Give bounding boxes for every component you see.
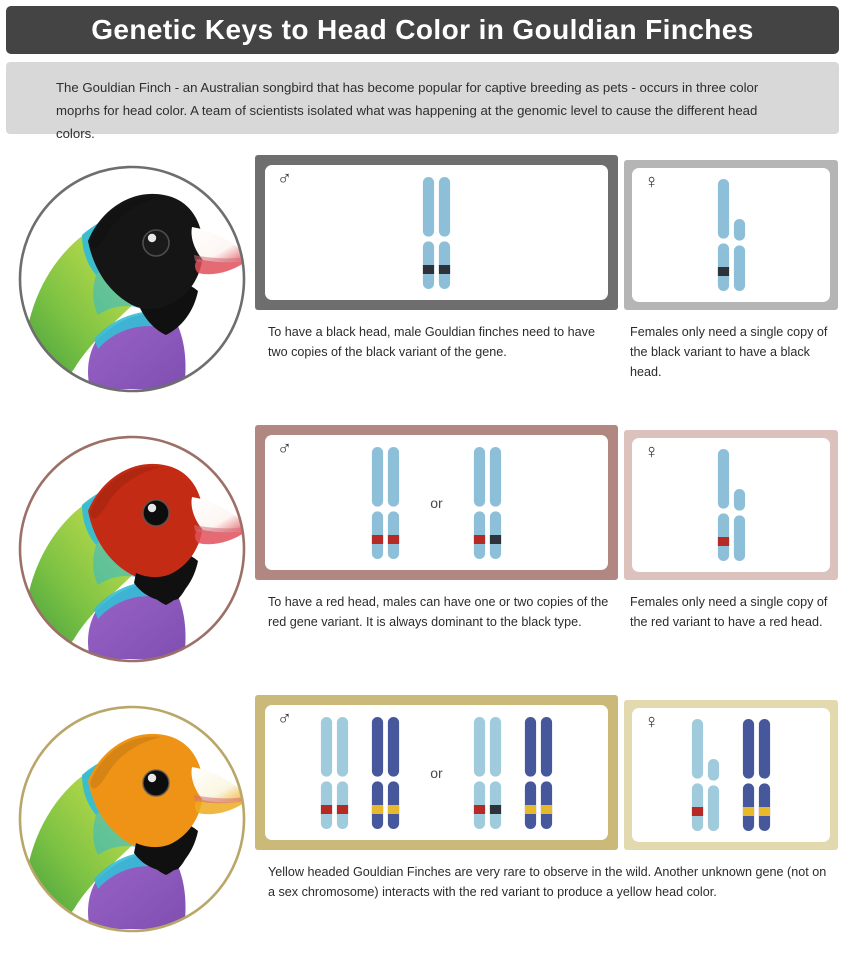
male-frame-red: ♂ or — [255, 425, 618, 580]
red-headed-gouldian-finch — [18, 435, 246, 663]
bird-portrait-yellow — [16, 703, 248, 935]
male-panel-yellow: ♂ — [265, 705, 608, 840]
male-symbol-icon: ♂ — [277, 708, 292, 730]
caption-yellow-wide: Yellow headed Gouldian Finches are very … — [268, 865, 827, 899]
caption-black-male: To have a black head, male Gouldian finc… — [268, 325, 595, 359]
bird-circle-ring — [18, 165, 246, 393]
chromosome-group — [717, 179, 746, 291]
z-chromosome — [717, 179, 729, 291]
bird-portrait-black — [16, 163, 248, 395]
chromosome-group — [473, 446, 502, 559]
chromosome-pair — [691, 719, 720, 831]
z-chromosome — [473, 716, 485, 829]
z-chromosome — [489, 446, 501, 559]
chromosome-stage — [265, 165, 608, 300]
chromosome-pair — [371, 446, 400, 559]
chromosome-pair — [524, 716, 553, 829]
bird-circle-yellow — [16, 703, 248, 935]
caption-red-male: To have a red head, males can have one o… — [268, 595, 609, 629]
z-chromosome — [438, 176, 451, 289]
chromosome-group — [371, 446, 400, 559]
bird-beak-upper — [191, 227, 245, 262]
chromosome-pair — [422, 176, 451, 289]
autosome — [540, 716, 552, 829]
chromosome-group — [422, 176, 451, 289]
z-chromosome — [321, 716, 333, 829]
morph-row-black: ♂ — [0, 155, 845, 420]
intro-bar: The Gouldian Finch - an Australian songb… — [6, 62, 839, 141]
bird-beak-lower — [195, 799, 245, 815]
female-symbol-icon: ♀ — [644, 441, 659, 463]
z-chromosome — [489, 716, 501, 829]
chromosome-group — [320, 716, 400, 829]
or-separator: or — [430, 764, 443, 781]
female-frame-yellow: ♀ — [624, 700, 838, 850]
intro-text: The Gouldian Finch - an Australian songb… — [56, 80, 759, 142]
black-headed-gouldian-finch — [18, 165, 246, 393]
morph-row-red: ♂ or — [0, 425, 845, 690]
male-symbol-icon: ♂ — [277, 168, 292, 190]
female-panel-yellow: ♀ — [632, 708, 830, 842]
morph-row-yellow: ♂ — [0, 695, 845, 957]
z-chromosome — [388, 446, 400, 559]
chromosome-pair — [371, 716, 400, 829]
chromosome-pair — [717, 179, 746, 291]
autosome — [524, 716, 536, 829]
chromosome-group — [691, 719, 771, 831]
male-panel-black: ♂ — [265, 165, 608, 300]
z-chromosome — [422, 176, 435, 289]
female-panel-red: ♀ — [632, 438, 830, 572]
male-frame-black: ♂ — [255, 155, 618, 310]
bird-beak-upper — [191, 497, 245, 532]
chromosome-stage — [632, 168, 830, 302]
autosome — [388, 716, 400, 829]
caption-black-female: Females only need a single copy of the b… — [630, 325, 828, 379]
bird-beak-upper — [191, 767, 245, 802]
chromosome-stage — [632, 708, 830, 842]
z-chromosome — [372, 446, 384, 559]
chromosome-pair — [320, 716, 349, 829]
w-chromosome — [707, 759, 720, 831]
w-chromosome — [733, 489, 745, 561]
z-chromosome — [473, 446, 485, 559]
chromosome-group — [717, 449, 746, 561]
z-chromosome — [691, 719, 704, 831]
female-frame-black: ♀ — [624, 160, 838, 310]
male-frame-yellow: ♂ — [255, 695, 618, 850]
chromosome-stage: or — [265, 435, 608, 570]
chromosome-pair — [473, 446, 502, 559]
autosome — [758, 719, 771, 831]
bird-beak-lower — [195, 529, 245, 545]
bird-circle-ring — [18, 435, 246, 663]
female-panel-black: ♀ — [632, 168, 830, 302]
female-symbol-icon: ♀ — [644, 711, 659, 733]
female-symbol-icon: ♀ — [644, 171, 659, 193]
title-bar: Genetic Keys to Head Color in Gouldian F… — [6, 6, 839, 54]
chromosome-pair — [742, 719, 771, 831]
male-symbol-icon: ♂ — [277, 438, 292, 460]
bird-portrait-red — [16, 433, 248, 665]
bird-circle-black — [16, 163, 248, 395]
male-panel-red: ♂ or — [265, 435, 608, 570]
w-chromosome — [733, 219, 745, 291]
z-chromosome — [717, 449, 729, 561]
chromosome-pair — [717, 449, 746, 561]
chromosome-stage — [632, 438, 830, 572]
bird-circle-red — [16, 433, 248, 665]
autosome — [372, 716, 384, 829]
page-title: Genetic Keys to Head Color in Gouldian F… — [91, 14, 754, 45]
bird-circle-ring — [18, 705, 246, 933]
or-separator: or — [430, 494, 443, 511]
female-frame-red: ♀ — [624, 430, 838, 580]
yellow-headed-gouldian-finch — [18, 705, 246, 933]
chromosome-group — [473, 716, 553, 829]
caption-red-female: Females only need a single copy of the r… — [630, 595, 828, 629]
chromosome-stage: or — [265, 705, 608, 840]
z-chromosome — [337, 716, 349, 829]
autosome — [742, 719, 755, 831]
bird-beak-lower — [195, 259, 245, 275]
chromosome-pair — [473, 716, 502, 829]
